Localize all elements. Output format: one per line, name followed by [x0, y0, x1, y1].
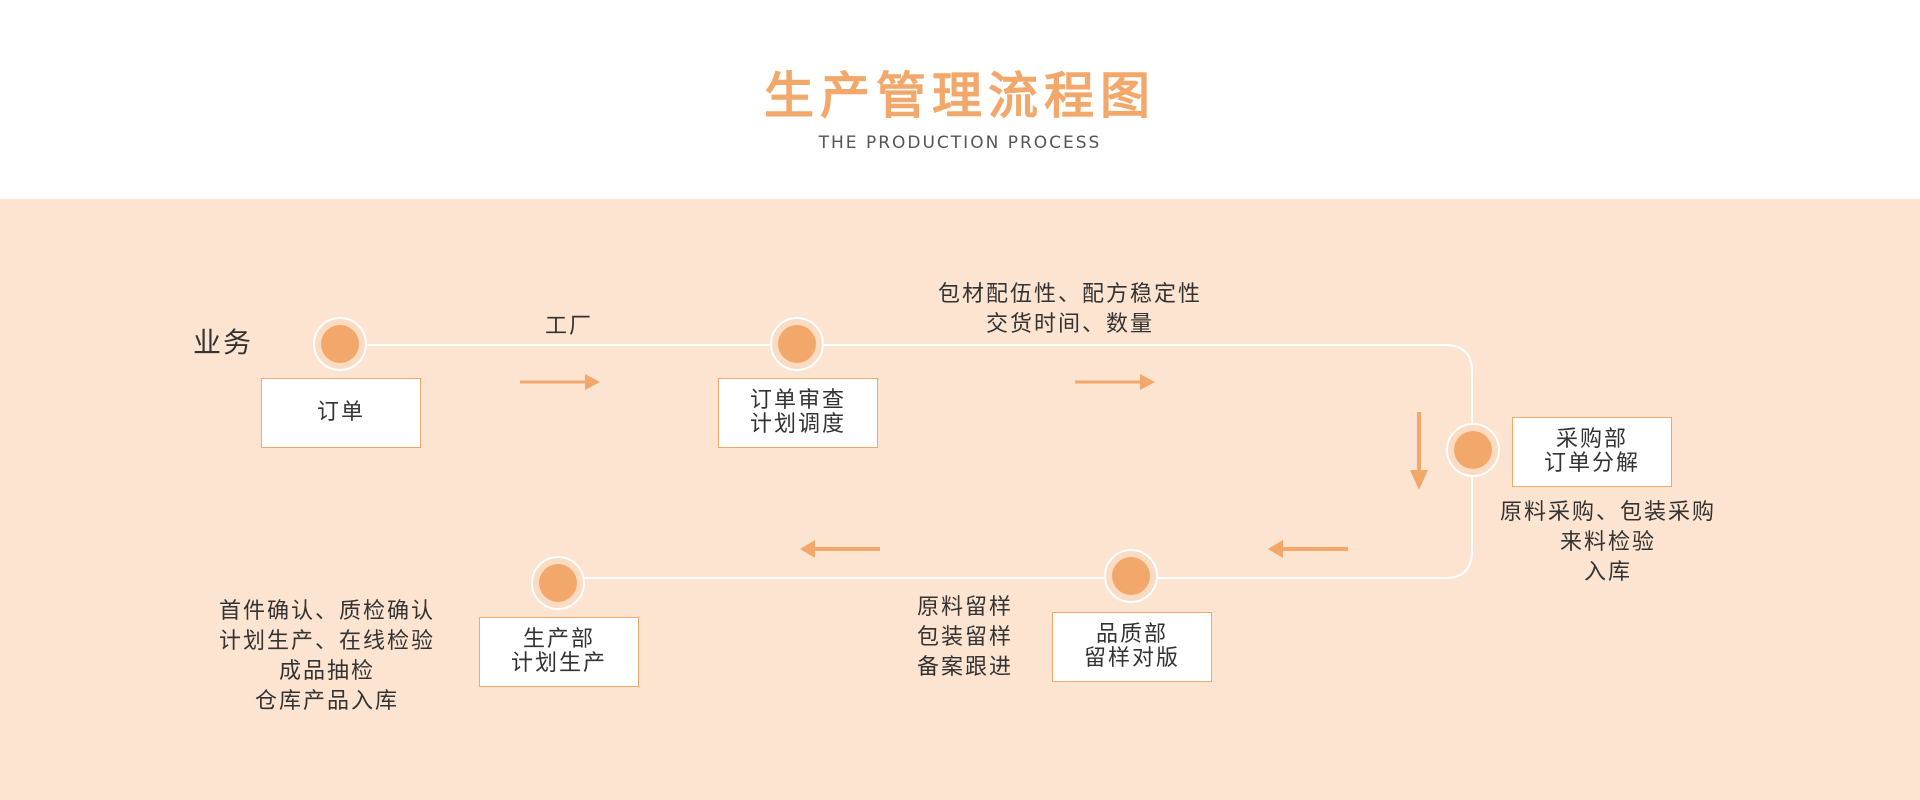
note-purchase-line: 入库 — [1583, 560, 1632, 585]
note-top-line: 交货时间、数量 — [985, 312, 1154, 337]
note-purchase-line: 来料检验 — [1559, 530, 1656, 555]
step-box-review: 订单审查 计划调度 — [718, 378, 878, 448]
step-box-order: 订单 — [261, 378, 421, 448]
node-dot-production — [531, 556, 585, 610]
page-title: 生产管理流程图 — [764, 67, 1156, 125]
note-production: 首件确认、质检确认 计划生产、在线检验 成品抽检 仓库产品入库 — [200, 597, 454, 717]
start-label: 业务 — [193, 326, 254, 359]
step-label: 订单审查 — [749, 388, 846, 413]
step-label: 留样对版 — [1083, 646, 1180, 671]
step-box-quality: 品质部 留样对版 — [1052, 612, 1212, 682]
step-label: 订单分解 — [1543, 451, 1640, 476]
note-production-line: 计划生产、在线检验 — [218, 629, 435, 654]
note-production-line: 成品抽检 — [278, 659, 375, 684]
flow-arrow-right-2 — [1075, 374, 1155, 390]
note-purchase-line: 原料采购、包装采购 — [1499, 500, 1716, 525]
factory-label: 工厂 — [545, 314, 594, 339]
note-quality-line: 包装留样 — [917, 625, 1014, 650]
step-label: 计划调度 — [749, 412, 846, 437]
step-box-purchase: 采购部 订单分解 — [1512, 417, 1672, 487]
flow-panel — [0, 199, 1920, 800]
header: 生产管理流程图 THE PRODUCTION PROCESS — [0, 0, 1920, 199]
flow-line — [340, 344, 1473, 579]
flow-arrow-left-2 — [800, 540, 880, 558]
step-label: 订单 — [316, 400, 365, 425]
note-production-line: 仓库产品入库 — [254, 689, 399, 714]
flow-arrow-left-1 — [1268, 540, 1348, 558]
step-label: 品质部 — [1095, 622, 1168, 647]
node-dot-quality — [1104, 549, 1158, 603]
flow-arrow-down — [1410, 412, 1428, 490]
step-label: 计划生产 — [510, 651, 607, 676]
node-dot-order — [313, 317, 367, 371]
note-top: 包材配伍性、配方稳定性 交货时间、数量 — [920, 280, 1220, 340]
note-quality-line: 原料留样 — [917, 595, 1014, 620]
note-production-line: 首件确认、质检确认 — [218, 599, 435, 624]
note-quality-line: 备案跟进 — [917, 655, 1014, 680]
node-dot-review — [770, 317, 824, 371]
step-label: 生产部 — [522, 627, 595, 652]
page-subtitle: THE PRODUCTION PROCESS — [818, 133, 1102, 153]
flow-arrow-right-1 — [520, 374, 600, 390]
node-dot-purchase — [1446, 423, 1500, 477]
step-box-production: 生产部 计划生产 — [479, 617, 639, 687]
step-label: 采购部 — [1555, 427, 1628, 452]
note-top-line: 包材配伍性、配方稳定性 — [937, 282, 1202, 307]
note-purchase: 原料采购、包装采购 来料检验 入库 — [1486, 498, 1730, 588]
note-quality: 原料留样 包装留样 备案跟进 — [917, 593, 1013, 683]
